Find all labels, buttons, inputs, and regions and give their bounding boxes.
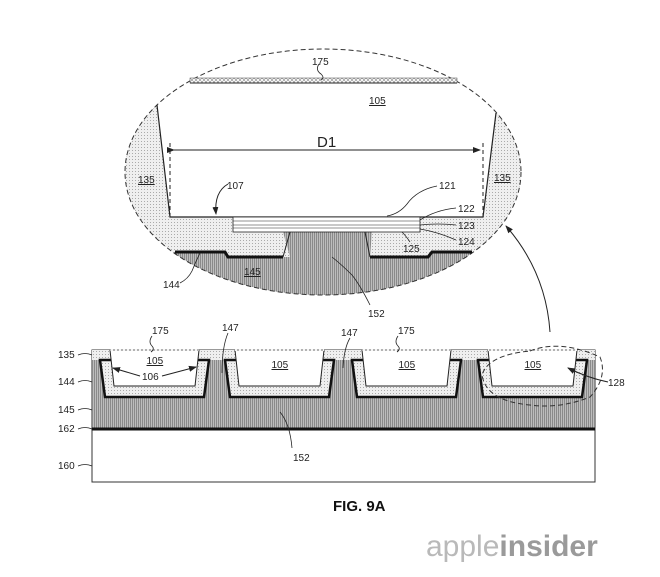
layer-stack [232,216,421,233]
figure-caption: FIG. 9A [333,498,386,515]
layer-175 [362,349,451,351]
chip-label: 105 [272,360,289,371]
label-135-right: 135 [494,173,511,184]
label-122: 122 [458,204,475,215]
label-175-b: 175 [398,326,415,337]
label-128: 128 [608,378,625,389]
label-147-b: 147 [341,328,358,339]
label-121: 121 [439,181,456,192]
label-175: 175 [312,57,329,68]
layer-175 [110,349,199,351]
layer-144-left [175,250,283,259]
label-145: 145 [244,267,261,278]
detail-view: 175 105 D1 135 135 107 121 122 123 124 1… [124,48,551,333]
label-106: 106 [142,372,159,383]
layer-175 [235,349,324,351]
detail-callout-arrow [505,225,551,333]
label-105: 105 [369,96,386,107]
label-124: 124 [458,237,475,248]
cross-section: 105 105 105 105 135 144 145 162 160 175 175… [58,323,625,483]
label-107: 107 [227,181,244,192]
chip-label: 105 [147,356,164,367]
label-152: 152 [368,309,385,320]
label-147-a: 147 [222,323,239,334]
label-144: 144 [58,377,75,388]
chip-label: 105 [525,360,542,371]
label-144: 144 [163,280,180,291]
layer-144-right [370,250,472,259]
chip-label: 105 [399,360,416,371]
label-d1: D1 [317,134,336,151]
label-135: 135 [58,350,75,361]
label-160: 160 [58,461,75,472]
detail-region-marker [481,345,603,407]
layer-175 [189,77,458,84]
label-135-left: 135 [138,175,155,186]
watermark-logo: appleinsider [426,530,598,563]
detail-boundary [124,48,522,296]
label-152: 152 [293,453,310,464]
label-123: 123 [458,221,475,232]
side-labels: 135 144 145 162 160 [58,350,93,472]
label-125: 125 [403,244,420,255]
label-175-a: 175 [152,326,169,337]
label-162: 162 [58,424,75,435]
label-145: 145 [58,405,75,416]
